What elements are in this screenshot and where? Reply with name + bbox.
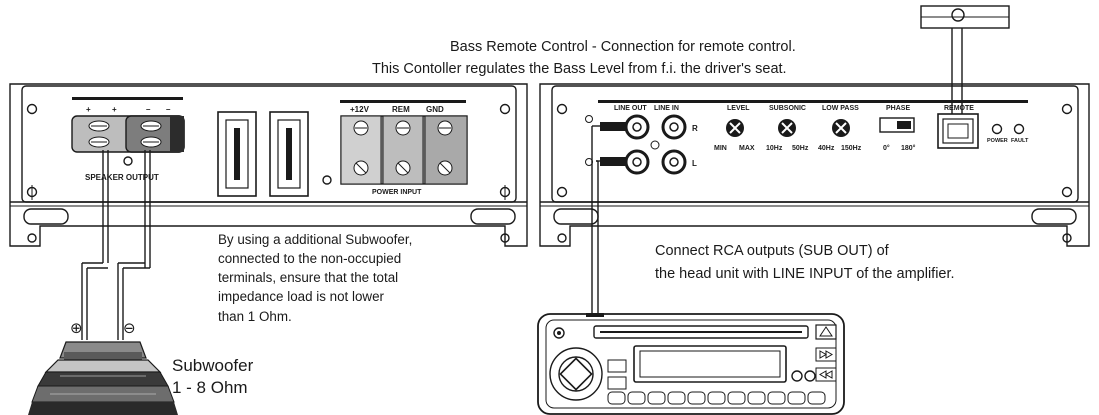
rca-note-line-1: Connect RCA outputs (SUB OUT) of bbox=[655, 243, 890, 259]
terminal-plus-1: + bbox=[86, 105, 91, 114]
phase-label: PHASE bbox=[886, 105, 910, 112]
rca-cables bbox=[591, 125, 599, 326]
power-gnd-label: GND bbox=[426, 105, 444, 114]
subsonic-label: SUBSONIC bbox=[769, 105, 806, 112]
remote-note-line-1: Bass Remote Control - Connection for rem… bbox=[450, 39, 796, 55]
subwoofer-icon bbox=[28, 341, 178, 415]
subwoofer-note: By using a additional Subwoofer, connect… bbox=[218, 232, 412, 324]
low-pass-low-label: 40Hz bbox=[818, 145, 835, 152]
fuse-holder-2 bbox=[269, 111, 309, 197]
line-in-label: LINE IN bbox=[654, 105, 679, 112]
power-led-label: POWER bbox=[987, 138, 1008, 144]
preset-buttons bbox=[607, 391, 826, 405]
speaker-output-label: SPEAKER OUTPUT bbox=[85, 173, 159, 182]
subwoofer-impedance: 1 - 8 Ohm bbox=[172, 378, 248, 397]
rca-jacks bbox=[624, 114, 687, 175]
remote-knob-icon bbox=[951, 8, 965, 22]
subwoofer-note-line-3: terminals, ensure that the total bbox=[218, 270, 398, 285]
terminal-minus-1: – bbox=[146, 105, 151, 114]
rca-note: Connect RCA outputs (SUB OUT) of the hea… bbox=[655, 243, 955, 282]
fault-led-label: FAULT bbox=[1011, 138, 1029, 144]
subwoofer-note-line-2: connected to the non-occupied bbox=[218, 251, 401, 266]
fault-led-icon bbox=[1013, 123, 1025, 135]
rca-plug-r-icon bbox=[596, 122, 626, 131]
subwoofer-note-line-1: By using a additional Subwoofer, bbox=[218, 232, 412, 247]
power-led-icon bbox=[991, 123, 1003, 135]
subsonic-high-label: 50Hz bbox=[792, 145, 809, 152]
subsonic-knob-icon bbox=[778, 119, 796, 137]
channel-l-label: L bbox=[692, 159, 697, 168]
power-input-terminals bbox=[340, 115, 468, 185]
terminal-minus-2: – bbox=[166, 105, 171, 114]
rca-note-line-2: the head unit with LINE INPUT of the amp… bbox=[655, 266, 955, 282]
remote-label: REMOTE bbox=[944, 105, 974, 112]
level-max-label: MAX bbox=[739, 145, 755, 152]
speaker-output-terminals bbox=[71, 115, 185, 153]
level-min-label: MIN bbox=[714, 145, 727, 152]
subsonic-low-label: 10Hz bbox=[766, 145, 783, 152]
subwoofer-note-line-4: impedance load is not lower bbox=[218, 289, 385, 304]
level-knob-icon bbox=[726, 119, 744, 137]
subwoofer-note-line-5: than 1 Ohm. bbox=[218, 309, 292, 324]
phase-180-label: 180° bbox=[901, 144, 916, 152]
power-12v-label: +12V bbox=[350, 105, 370, 114]
subwoofer-minus-symbol: ⊖ bbox=[123, 320, 136, 337]
phase-0-label: 0° bbox=[883, 144, 890, 152]
display bbox=[633, 345, 787, 383]
power-input-label: POWER INPUT bbox=[372, 189, 422, 196]
channel-r-label: R bbox=[692, 124, 698, 133]
fuse-holder-1 bbox=[217, 111, 257, 197]
line-out-label: LINE OUT bbox=[614, 105, 647, 112]
low-pass-knob-icon bbox=[832, 119, 850, 137]
level-label: LEVEL bbox=[727, 105, 750, 112]
remote-port-icon bbox=[937, 113, 979, 149]
terminal-plus-2: + bbox=[112, 105, 117, 114]
head-unit bbox=[537, 313, 845, 415]
power-rem-label: REM bbox=[392, 105, 410, 114]
speaker-wires bbox=[81, 150, 151, 340]
phase-switch-icon bbox=[879, 117, 915, 133]
remote-note-line-2: This Contoller regulates the Bass Level … bbox=[372, 61, 787, 77]
left-amplifier-panel: + + – – SPEAKER OUTPUT bbox=[9, 83, 528, 247]
low-pass-label: LOW PASS bbox=[822, 105, 859, 112]
subwoofer-name: Subwoofer bbox=[172, 356, 254, 375]
low-pass-high-label: 150Hz bbox=[841, 145, 862, 152]
right-amplifier-panel: LINE OUT LINE IN R L LEVEL bbox=[539, 83, 1090, 247]
subwoofer-plus-symbol: ⊕ bbox=[70, 320, 83, 337]
rca-plug-l-icon bbox=[596, 157, 626, 166]
